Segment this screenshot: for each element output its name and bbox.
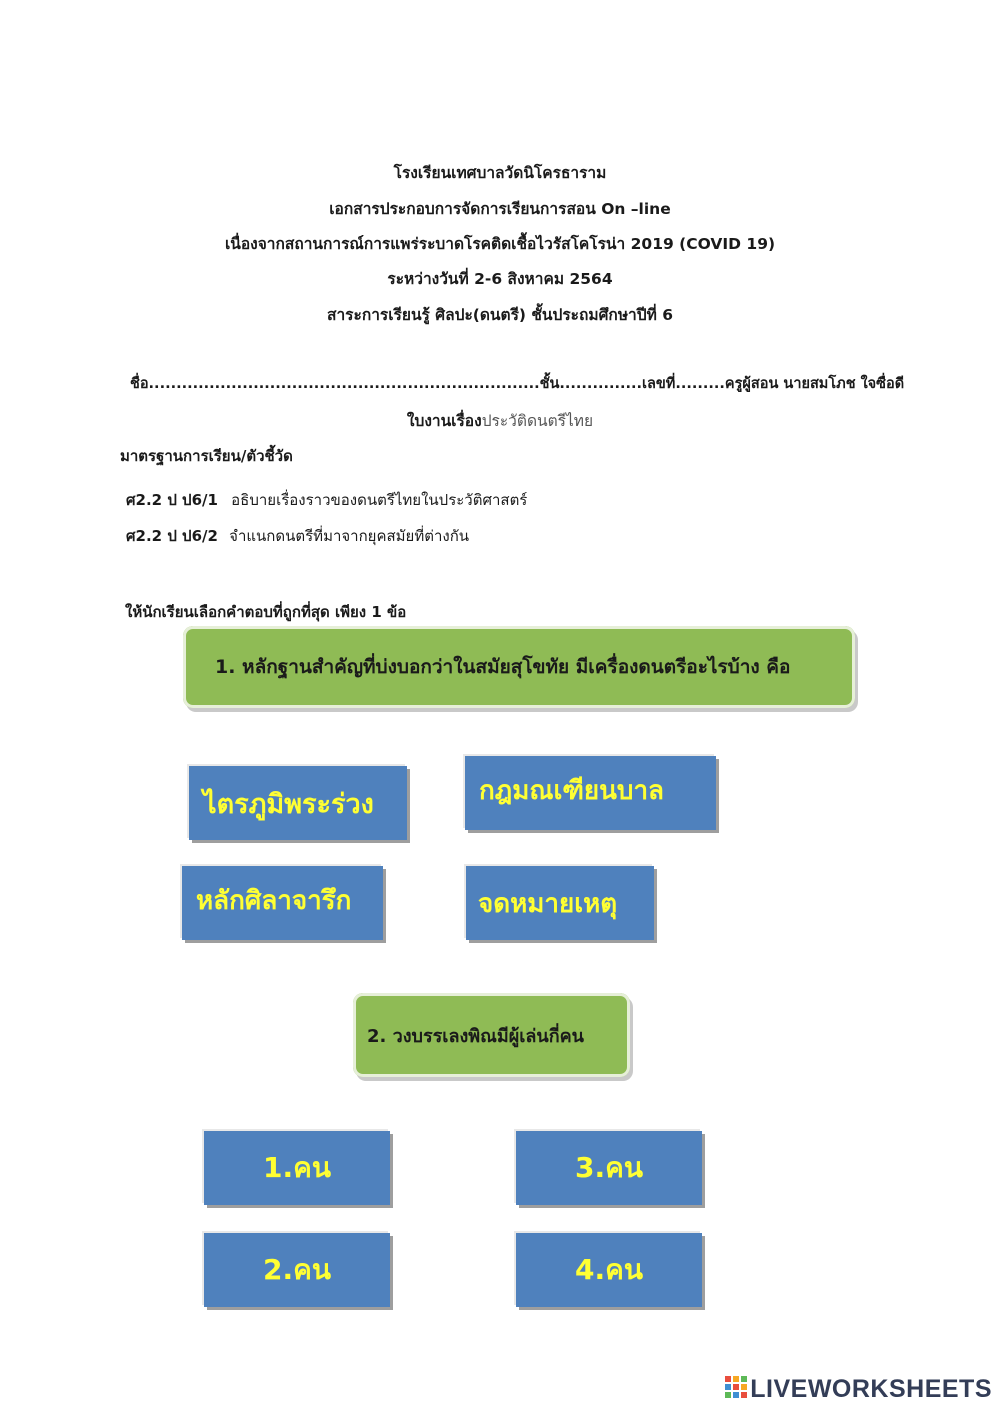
- document-title: เอกสารประกอบการจัดการเรียนการสอน On –lin…: [329, 200, 671, 218]
- date-range: ระหว่างวันที่ 2-6 สิงหาคม 2564: [387, 270, 613, 288]
- option-label: หลักศิลาจารึก: [196, 886, 352, 916]
- q2-option-1[interactable]: 1.คน: [204, 1131, 390, 1205]
- question-2-text: 2. วงบรรเลงพิณมีผู้เล่นกี่คน: [367, 1025, 584, 1047]
- standards-heading: มาตรฐานการเรียน/ตัวชี้วัด: [120, 447, 293, 465]
- option-label: 4.คน: [575, 1253, 643, 1286]
- question-1-text: 1. หลักฐานสำคัญที่บ่งบอกว่าในสมัยสุโขทัย…: [215, 656, 791, 678]
- q1-option-2[interactable]: กฎมณเฑียนบาล: [465, 756, 716, 830]
- q1-option-4[interactable]: จดหมายเหตุ: [466, 866, 654, 940]
- question-1-box: 1. หลักฐานสำคัญที่บ่งบอกว่าในสมัยสุโขทัย…: [183, 626, 855, 708]
- school-name: โรงเรียนเทศบาลวัดนิโครธาราม: [393, 164, 607, 182]
- student-info-line: ชื่อ....................................…: [130, 376, 905, 392]
- option-label: 3.คน: [575, 1151, 643, 1184]
- brand-name: LIVEWORKSHEETS: [750, 1374, 992, 1403]
- option-label: จดหมายเหตุ: [478, 888, 618, 919]
- standard-item: ศ2.2 ป ป6/2 จำแนกดนตรีที่มาจากยุคสมัยที่…: [126, 524, 469, 548]
- worksheet-topic: ประวัติดนตรีไทย: [481, 412, 594, 430]
- q1-option-1[interactable]: ไตรภูมิพระร่วง: [189, 766, 407, 840]
- q2-option-3[interactable]: 2.คน: [204, 1233, 390, 1307]
- q2-option-4[interactable]: 4.คน: [516, 1233, 702, 1307]
- option-label: 2.คน: [263, 1253, 331, 1286]
- option-label: ไตรภูมิพระร่วง: [203, 788, 374, 820]
- q1-option-3[interactable]: หลักศิลาจารึก: [182, 866, 383, 940]
- context-line: เนื่องจากสถานการณ์การแพร่ระบาดโรคติดเชื้…: [224, 235, 776, 253]
- standard-text: จำแนกดนตรีที่มาจากยุคสมัยที่ต่างกัน: [229, 527, 470, 545]
- liveworksheets-logo: LIVEWORKSHEETS: [725, 1375, 992, 1403]
- standard-code: ศ2.2 ป ป6/2: [126, 527, 218, 545]
- standard-text: อธิบายเรื่องราวของดนตรีไทยในประวัติศาสตร…: [231, 491, 528, 509]
- standard-code: ศ2.2 ป ป6/1: [126, 491, 218, 509]
- q2-option-2[interactable]: 3.คน: [516, 1131, 702, 1205]
- worksheet-label: ใบงานเรื่อง: [406, 412, 482, 430]
- question-2-box: 2. วงบรรเลงพิณมีผู้เล่นกี่คน: [353, 993, 630, 1077]
- option-label: กฎมณเฑียนบาล: [479, 776, 664, 806]
- option-label: 1.คน: [263, 1151, 331, 1184]
- subject-line: สาระการเรียนรู้ ศิลปะ(ดนตรี) ชั้นประถมศึ…: [327, 306, 673, 324]
- instruction-text: ให้นักเรียนเลือกคำตอบที่ถูกที่สุด เพียง …: [125, 603, 407, 621]
- liveworksheets-icon: [725, 1376, 748, 1398]
- worksheet-title: ใบงานเรื่องประวัติดนตรีไทย: [0, 408, 1000, 433]
- standard-item: ศ2.2 ป ป6/1 อธิบายเรื่องราวของดนตรีไทยใน…: [126, 488, 527, 512]
